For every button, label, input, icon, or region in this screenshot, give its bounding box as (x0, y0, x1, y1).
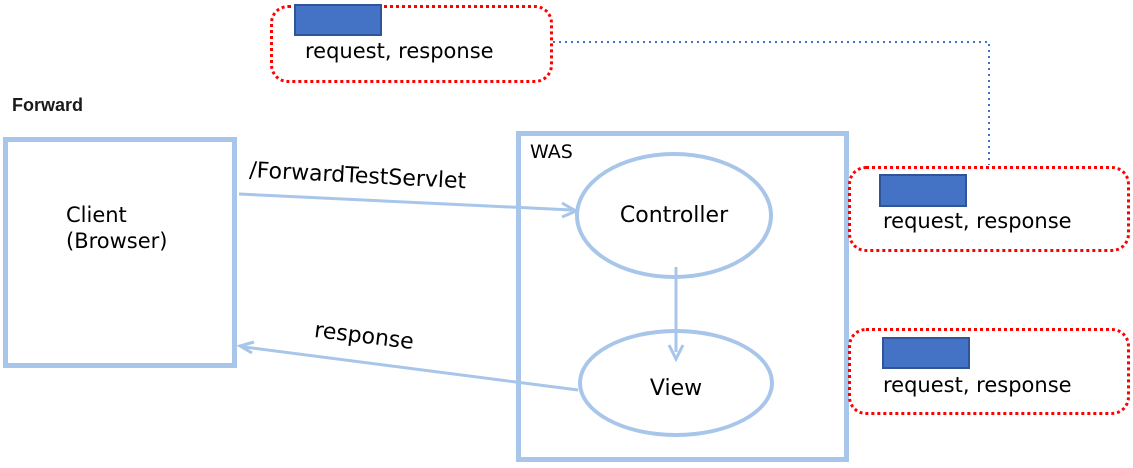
controller-node: Controller (575, 152, 773, 279)
diagram-title: Forward (12, 95, 84, 115)
view-label: View (649, 375, 703, 401)
was-label: WAS (530, 141, 573, 163)
request-response-object-icon (882, 337, 970, 369)
request-arrow-label: /ForwardTestServlet (248, 158, 467, 195)
client-label-line1: Client (66, 203, 127, 227)
response-arrow-label: response (312, 318, 416, 355)
request-response-object-icon (879, 174, 967, 207)
callout-middle-label: request, response (883, 209, 1072, 233)
callout-bottom: request, response (848, 328, 1130, 415)
callout-bottom-label: request, response (883, 373, 1072, 397)
client-label-line2: (Browser) (66, 229, 168, 254)
client-box: Client (Browser) (3, 137, 237, 368)
view-node: View (578, 329, 774, 437)
request-response-object-icon (294, 4, 382, 36)
callout-top-label: request, response (305, 39, 494, 63)
client-label: Client (Browser) (66, 202, 167, 255)
callout-middle: request, response (848, 166, 1130, 252)
callout-top: request, response (270, 4, 553, 83)
controller-label: Controller (619, 203, 729, 228)
